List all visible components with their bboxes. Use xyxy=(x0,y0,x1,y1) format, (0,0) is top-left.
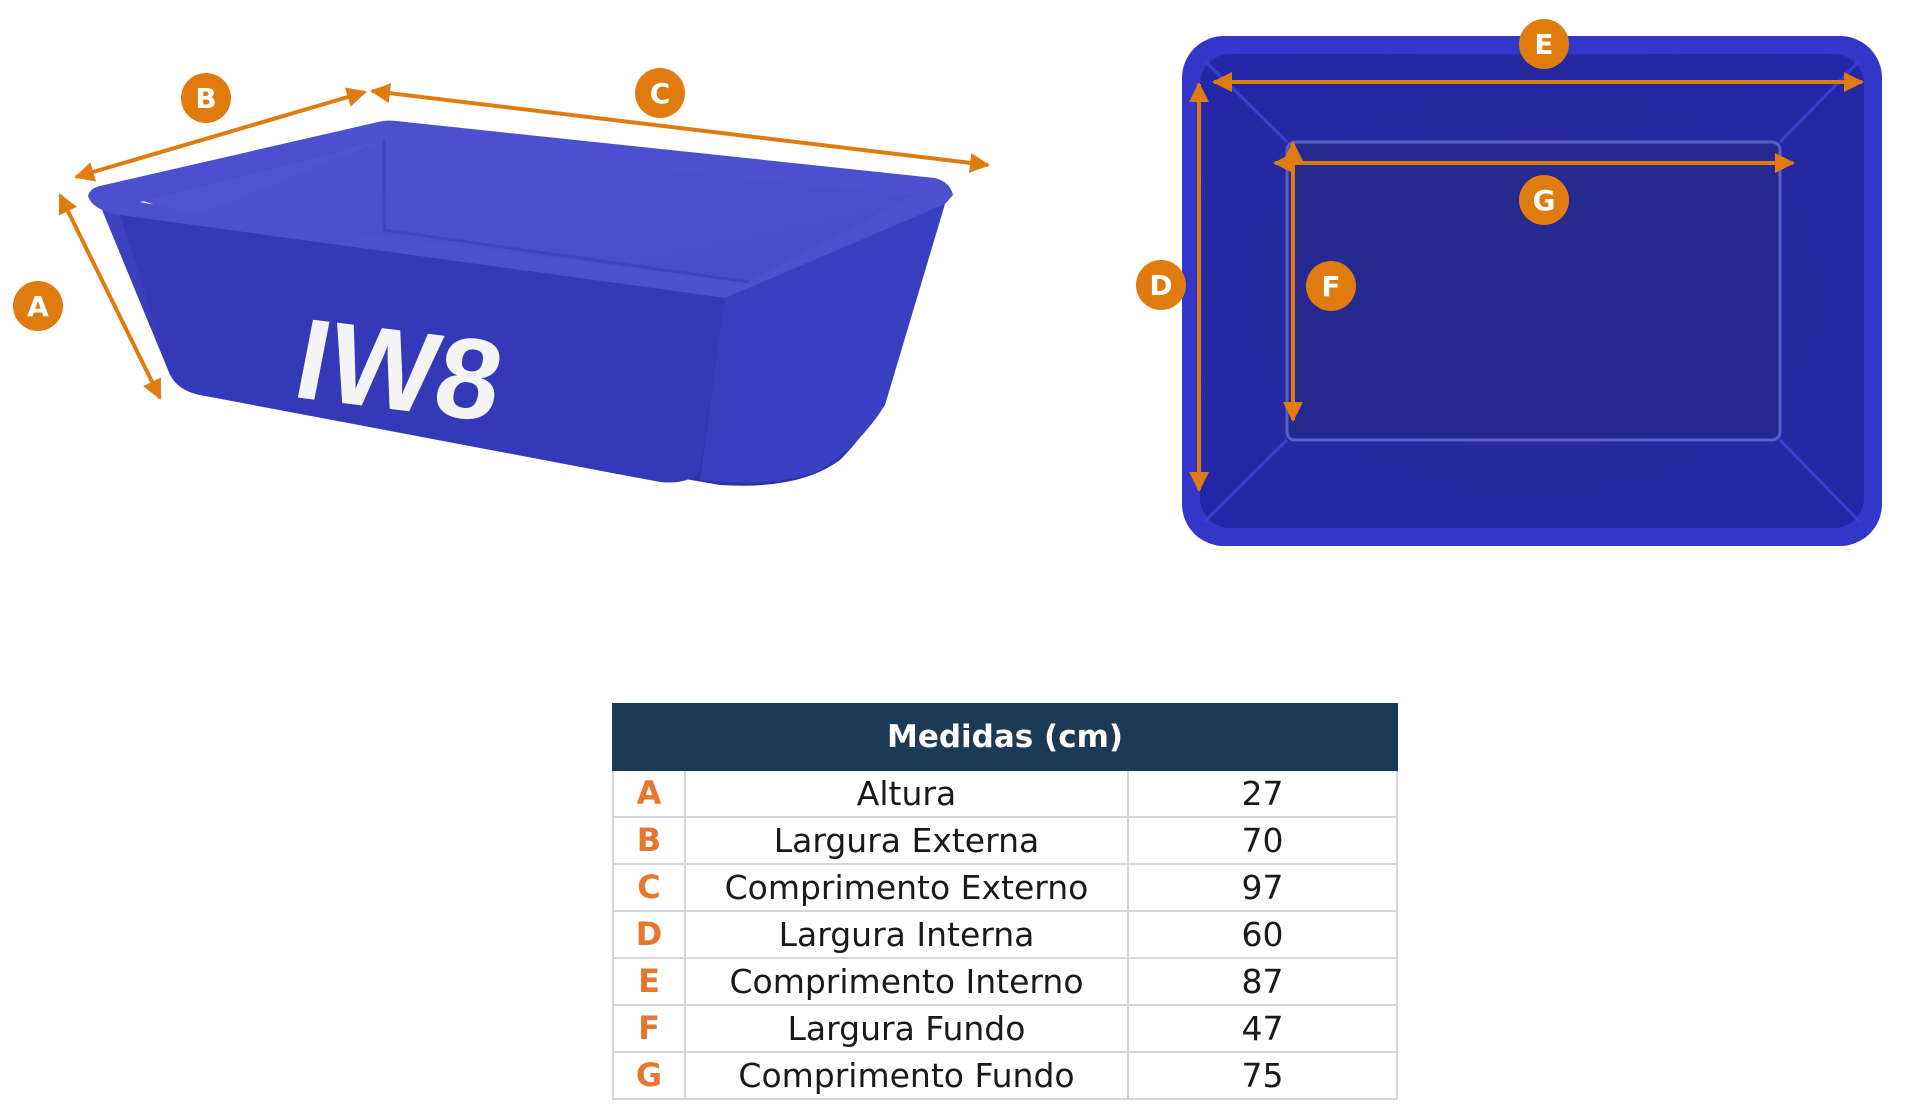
label-g: G xyxy=(1519,175,1569,225)
row-value: 60 xyxy=(1126,910,1399,959)
tub-end-face xyxy=(700,204,945,483)
row-name: Largura Interna xyxy=(684,910,1129,959)
label-b: B xyxy=(181,73,231,123)
row-letter: C xyxy=(612,863,686,912)
table-row: B Largura Externa 70 xyxy=(612,816,1399,865)
dim-line-c xyxy=(370,83,990,173)
table-row: F Largura Fundo 47 xyxy=(612,1004,1399,1053)
table-row: A Altura 27 xyxy=(612,769,1399,818)
row-value: 70 xyxy=(1126,816,1399,865)
label-f: F xyxy=(1306,261,1356,311)
row-letter: F xyxy=(612,1004,686,1053)
row-name: Largura Fundo xyxy=(684,1004,1129,1053)
label-a: A xyxy=(13,281,63,331)
measures-table: Medidas (cm) A Altura 27 B Largura Exter… xyxy=(611,703,1399,1100)
table-row: E Comprimento Interno 87 xyxy=(612,957,1399,1006)
row-value: 27 xyxy=(1126,769,1399,818)
row-value: 97 xyxy=(1126,863,1399,912)
row-name: Comprimento Interno xyxy=(684,957,1129,1006)
row-value: 47 xyxy=(1126,1004,1399,1053)
tub-top-view xyxy=(1182,36,1882,546)
table-row: D Largura Interna 60 xyxy=(612,910,1399,959)
tub-perspective: IW8 xyxy=(88,120,953,486)
tub-inner-floor xyxy=(200,140,912,282)
row-letter: G xyxy=(612,1051,686,1100)
row-letter: E xyxy=(612,957,686,1006)
table-row: C Comprimento Externo 97 xyxy=(612,863,1399,912)
dimension-diagram: IW8 A B C D E F xyxy=(13,19,1882,546)
row-letter: B xyxy=(612,816,686,865)
row-value: 87 xyxy=(1126,957,1399,1006)
tub-front-face xyxy=(120,215,725,483)
label-e: E xyxy=(1519,19,1569,69)
label-e-text: E xyxy=(1534,28,1553,61)
row-name: Largura Externa xyxy=(684,816,1129,865)
table-row: G Comprimento Fundo 75 xyxy=(612,1051,1399,1100)
label-f-text: F xyxy=(1321,270,1340,303)
table-title: Medidas (cm) xyxy=(611,703,1399,771)
label-c-text: C xyxy=(650,77,671,110)
dim-line-a xyxy=(58,193,162,400)
label-b-text: B xyxy=(195,82,216,115)
brand-mark: IW8 xyxy=(285,295,512,446)
row-name: Altura xyxy=(684,769,1129,818)
dim-line-b xyxy=(74,87,367,182)
row-value: 75 xyxy=(1126,1051,1399,1100)
label-d: D xyxy=(1136,260,1186,310)
row-name: Comprimento Externo xyxy=(684,863,1129,912)
label-a-text: A xyxy=(27,290,49,323)
row-letter: A xyxy=(612,769,686,818)
label-c: C xyxy=(635,68,685,118)
label-g-text: G xyxy=(1533,184,1556,217)
label-d-text: D xyxy=(1149,269,1172,302)
row-name: Comprimento Fundo xyxy=(684,1051,1129,1100)
row-letter: D xyxy=(612,910,686,959)
